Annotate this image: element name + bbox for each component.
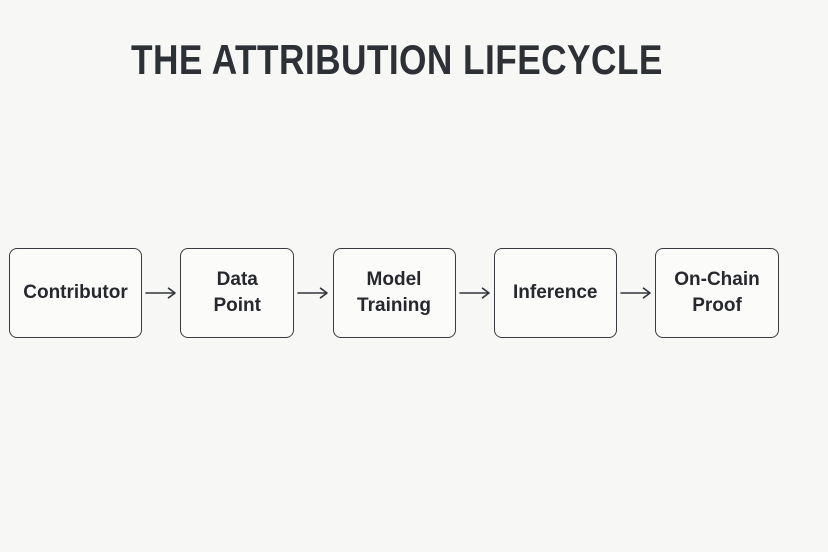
page-title: THE ATTRIBUTION LIFECYCLE bbox=[131, 36, 663, 83]
flow-connector bbox=[142, 248, 180, 338]
arrow-right-icon bbox=[145, 287, 176, 299]
arrow-right-icon bbox=[620, 287, 651, 299]
flow-connector bbox=[617, 248, 655, 338]
flow-node-model-training: Model Training bbox=[332, 248, 456, 338]
flow-node-on-chain-proof: On-Chain Proof bbox=[655, 248, 779, 338]
flow-node-label: Inference bbox=[513, 281, 598, 303]
flow-node-label: Data Point bbox=[213, 268, 262, 316]
flow-node-inference: Inference bbox=[493, 248, 617, 338]
flow-connector bbox=[294, 248, 332, 338]
flow-node-label: Contributor bbox=[23, 281, 128, 303]
flow-node-label: On-Chain Proof bbox=[674, 268, 760, 316]
flow-connector bbox=[456, 248, 494, 338]
arrow-right-icon bbox=[458, 287, 490, 299]
flow-node-label: Model Training bbox=[357, 268, 431, 316]
flow-node-contributor: Contributor bbox=[9, 248, 142, 338]
flow-node-data-point: Data Point bbox=[180, 248, 295, 338]
flowchart-row: Contributor Data Point Model Training bbox=[9, 248, 779, 338]
arrow-right-icon bbox=[297, 287, 329, 299]
